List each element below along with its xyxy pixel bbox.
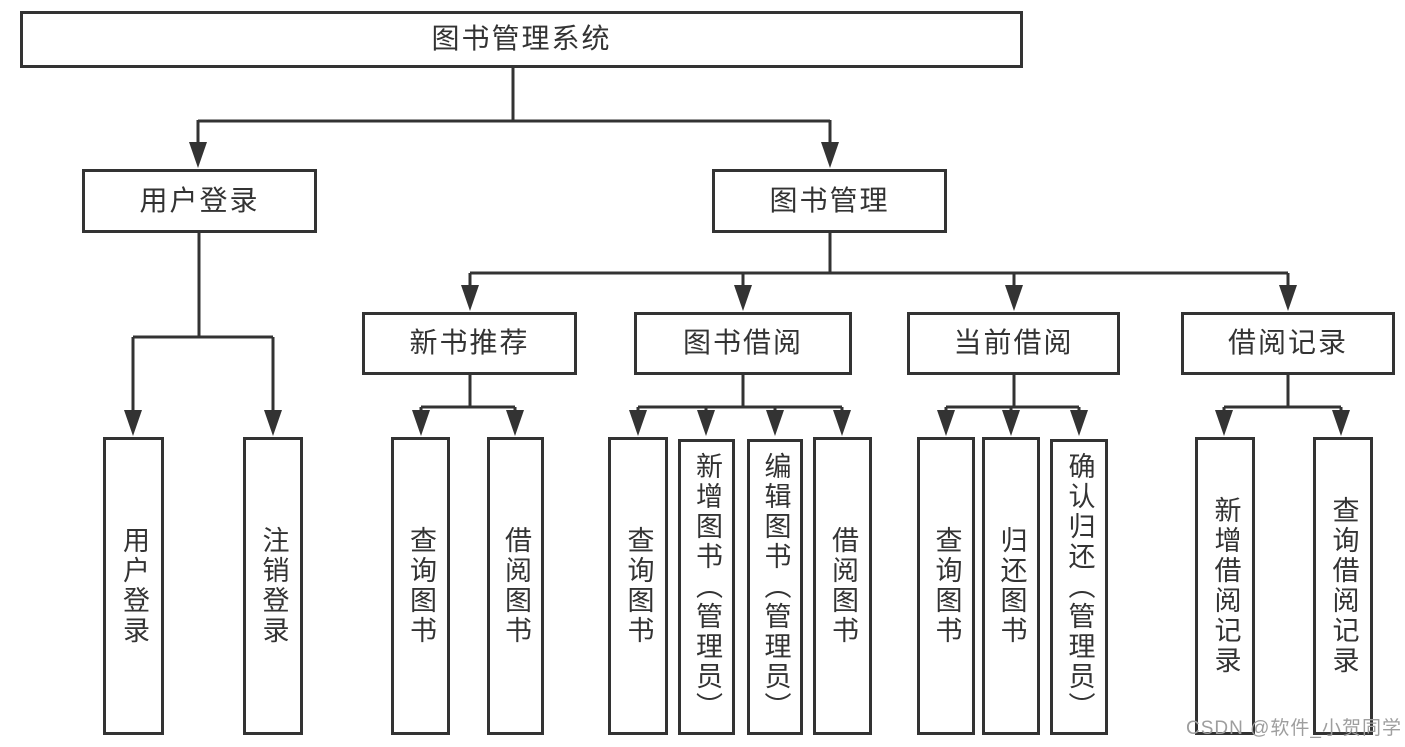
leaf-return-books: 归还图书 [982, 437, 1040, 735]
leaf-borrowing-borrow-books: 借阅图书 [813, 437, 872, 735]
leaf-add-book-admin: 新增图书（管理员） [678, 439, 735, 735]
leaf-user-login: 用户登录 [103, 437, 164, 735]
csdn-watermark: CSDN @软件_小贺同学 [1186, 718, 1402, 739]
leaf-recommend-borrow-books: 借阅图书 [487, 437, 544, 735]
node-new-book-recommend: 新书推荐 [362, 312, 577, 375]
node-library-system: 图书管理系统 [20, 11, 1023, 68]
arrowhead-icons [124, 142, 1350, 436]
node-book-borrowing: 图书借阅 [634, 312, 852, 375]
leaf-current-query-books: 查询图书 [917, 437, 975, 735]
leaf-edit-book-admin: 编辑图书（管理员） [747, 439, 803, 735]
leaf-query-borrow-record: 查询借阅记录 [1313, 437, 1373, 735]
node-borrowing-records: 借阅记录 [1181, 312, 1395, 375]
leaf-confirm-return-admin: 确认归还（管理员） [1050, 439, 1108, 735]
node-current-borrowing: 当前借阅 [907, 312, 1120, 375]
node-book-management: 图书管理 [712, 169, 947, 233]
node-user-login: 用户登录 [82, 169, 317, 233]
leaf-borrowing-query-books: 查询图书 [608, 437, 668, 735]
leaf-add-borrow-record: 新增借阅记录 [1195, 437, 1255, 735]
leaf-logout: 注销登录 [243, 437, 303, 735]
leaf-recommend-query-books: 查询图书 [391, 437, 450, 735]
